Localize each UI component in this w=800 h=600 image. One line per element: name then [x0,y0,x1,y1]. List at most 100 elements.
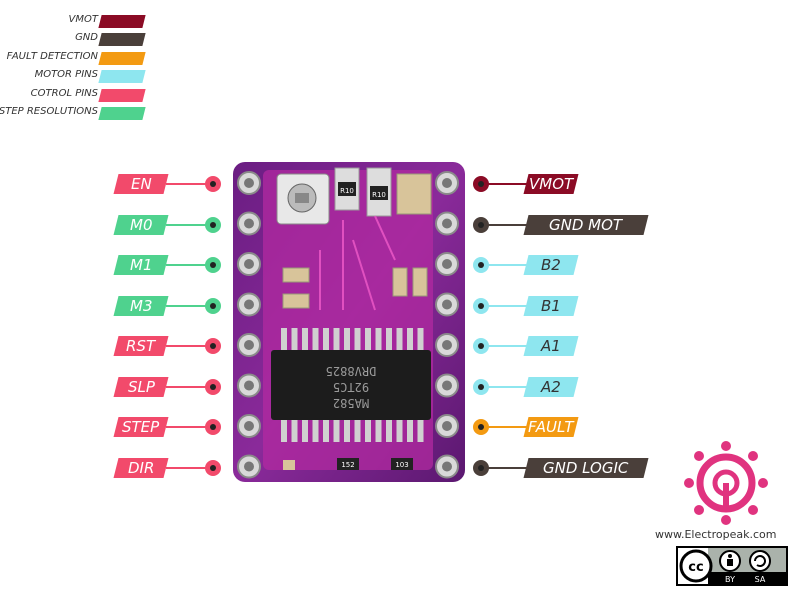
legend-item: VMOT [0,12,150,30]
header-hole-center [244,219,254,229]
legend-item: GND [0,30,150,48]
smd-152-label: 152 [341,461,354,469]
capacitor-4 [413,268,427,296]
legend-label: STEP RESOLUTIONS [0,106,98,117]
header-hole-center [442,340,452,350]
chip-pin [323,328,329,350]
pin-lead-line [166,224,208,226]
resistor-2-label: R10 [372,191,386,199]
pin-label-b2: B2 [524,255,579,275]
pin-marker [473,176,489,192]
chip-pin [323,420,329,442]
chip-pin [376,328,382,350]
pin-label-text: A2 [541,377,561,397]
pin-label-slp: SLP [114,377,169,397]
pin-marker [473,338,489,354]
cc-by-label: BY [725,575,735,584]
chip-pin [418,328,424,350]
pin-label-text: A1 [541,336,561,356]
pin-lead-line [166,426,208,428]
chip-text-line-3: MA582 [333,396,369,410]
pin-label-m0: M0 [114,215,169,235]
header-hole-center [442,219,452,229]
drv8825-board: R10 R10 MA582 92TC5 DRV8825 152 103 [225,160,470,485]
chip-pin [386,420,392,442]
legend-swatch [98,52,145,65]
pin-lead-line [488,264,528,266]
chip-pin [334,420,340,442]
pin-marker [205,298,221,314]
chip-pin [292,328,298,350]
chip-pin [281,328,287,350]
header-hole-center [244,178,254,188]
pin-lead-line [166,305,208,307]
legend-label: GND [75,32,98,43]
pin-marker [473,460,489,476]
pin-marker [205,176,221,192]
pin-label-en: EN [114,174,169,194]
pin-label-fault: FAULT [524,417,579,437]
pin-label-gnd-mot: GND MOT [524,215,649,235]
pin-label-text: M1 [130,255,153,275]
pin-label-a2: A2 [524,377,579,397]
header-hole-center [244,462,254,472]
chip-pin [302,420,308,442]
chip-pin [344,328,350,350]
legend-label: FAULT DETECTION [7,51,98,62]
chip-pin [344,420,350,442]
legend-swatch [98,70,145,83]
header-hole-center [442,381,452,391]
pin-label-a1: A1 [524,336,579,356]
pin-label-text: M0 [130,215,153,235]
header-hole-center [442,300,452,310]
chip-pin [355,328,361,350]
pin-label-text: SLP [128,377,155,397]
pin-lead-line [488,224,528,226]
header-hole-center [442,421,452,431]
pin-label-vmot: VMOT [524,174,579,194]
pin-lead-line [488,386,528,388]
chip-text-line-2: 92TC5 [333,380,369,394]
cc-by-sa-icon: cc BY SA [678,548,786,584]
capacitor-top [397,174,431,214]
pin-lead-line [488,467,528,469]
pin-label-text: B1 [541,296,561,316]
pin-label-text: GND LOGIC [543,458,628,478]
header-hole-center [244,421,254,431]
header-hole-center [244,381,254,391]
chip-pin [313,420,319,442]
pin-label-text: B2 [541,255,561,275]
legend-item: FAULT DETECTION [0,49,150,67]
chip-pin [302,328,308,350]
pin-label-m1: M1 [114,255,169,275]
pin-lead-line [488,426,528,428]
pin-label-text: STEP [122,417,159,437]
pin-lead-line [166,345,208,347]
pin-label-m3: M3 [114,296,169,316]
legend-swatch [98,89,145,102]
legend-label: VMOT [69,14,98,25]
chip-pin [365,328,371,350]
pin-marker [473,257,489,273]
pin-lead-line [166,467,208,469]
pin-lead-line [488,305,528,307]
pin-label-text: EN [131,174,152,194]
header-hole-center [442,462,452,472]
cc-license-badge: cc BY SA [676,546,788,586]
chip-pin [407,420,413,442]
chip-pin [418,420,424,442]
smd-small [283,460,295,470]
chip-pin [386,328,392,350]
pin-label-gnd-logic: GND LOGIC [524,458,649,478]
header-hole-center [442,178,452,188]
legend-swatch [98,33,145,46]
legend-swatch [98,107,145,120]
pin-label-text: DIR [128,458,154,478]
cc-sa-label: SA [755,575,766,584]
pin-marker [473,379,489,395]
chip-pin [313,328,319,350]
legend-swatch [98,15,145,28]
pin-marker [473,217,489,233]
chip-pin [397,328,403,350]
chip-pin [281,420,287,442]
